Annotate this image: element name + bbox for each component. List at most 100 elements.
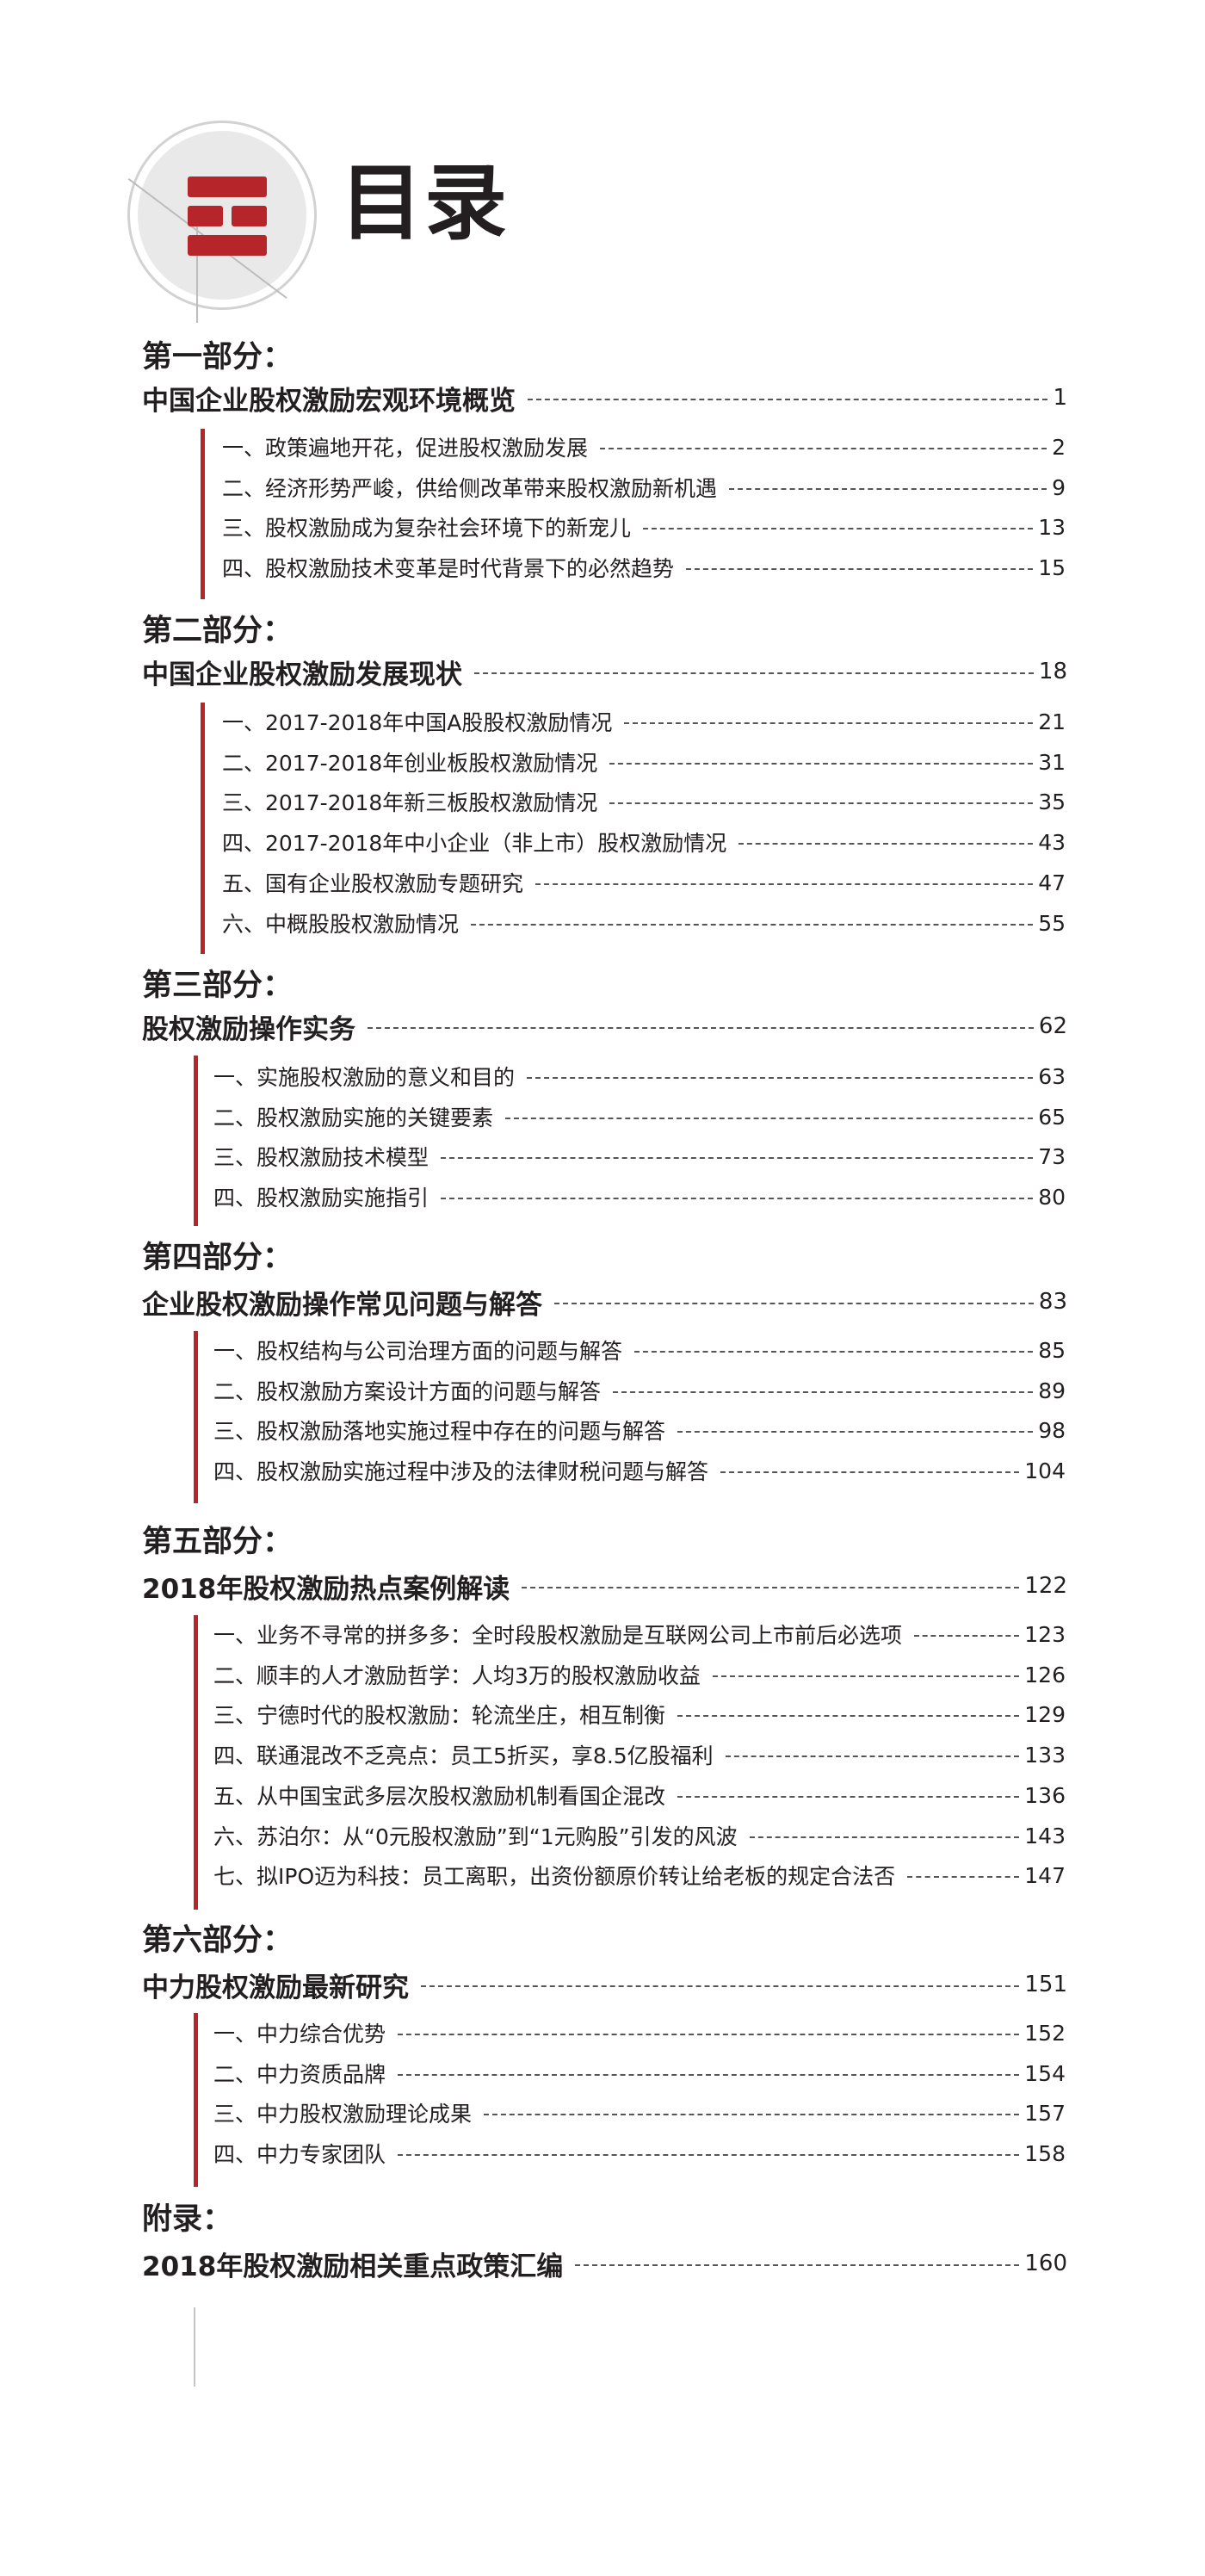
toc-entry[interactable]: 七、拟IPO迈为科技：员工离职，出资份额原价转让给老板的规定合法否 147 (213, 1858, 1066, 1892)
entry-title: 三、宁德时代的股权激励：轮流坐庄，相互制衡 (213, 1703, 666, 1728)
dotted-leader (725, 1756, 1020, 1757)
entry-title: 五、国有企业股权激励专题研究 (222, 871, 524, 896)
page-number: 152 (1024, 2020, 1066, 2046)
page-number: 157 (1024, 2100, 1066, 2126)
dotted-leader (609, 763, 1034, 765)
section-title: 股权激励操作实务 (142, 1013, 355, 1045)
section-label: 第六部分： (142, 1923, 294, 1958)
section-accent-bar (194, 2013, 198, 2187)
section-title: 企业股权激励操作常见问题与解答 (142, 1289, 542, 1321)
entry-title: 二、2017-2018年创业板股权激励情况 (222, 751, 598, 776)
entry-title: 四、中力专家团队 (213, 2142, 386, 2167)
dotted-leader (575, 2264, 1020, 2266)
dotted-leader (554, 1303, 1034, 1304)
page-number: 147 (1024, 1862, 1066, 1888)
page-number: 1 (1053, 385, 1067, 411)
entry-title: 一、政策遍地开花，促进股权激励发展 (222, 436, 589, 461)
page-title: 目录 (340, 154, 509, 251)
entry-title: 三、股权激励技术模型 (213, 1145, 429, 1170)
section-accent-bar (201, 703, 205, 954)
bottom-divider-line (194, 2307, 195, 2387)
section-title-row[interactable]: 中力股权激励最新研究 151 (142, 1967, 1067, 2003)
toc-entry[interactable]: 一、中力综合优势 152 (213, 2016, 1066, 2050)
toc-entry[interactable]: 四、2017-2018年中小企业（非上市）股权激励情况 43 (222, 825, 1066, 859)
dotted-leader (441, 1157, 1034, 1159)
page-number: 63 (1038, 1063, 1066, 1089)
entry-title: 一、2017-2018年中国A股股权激励情况 (222, 710, 613, 735)
entry-title: 五、从中国宝武多层次股权激励机制看国企混改 (213, 1784, 666, 1809)
page-number: 13 (1038, 514, 1066, 540)
dotted-leader (677, 1715, 1020, 1717)
page-number: 136 (1024, 1782, 1066, 1808)
toc-entry[interactable]: 二、2017-2018年创业板股权激励情况 31 (222, 745, 1066, 779)
dotted-leader (624, 722, 1034, 724)
dotted-leader (398, 2074, 1020, 2076)
entry-title: 四、股权激励实施指引 (213, 1186, 429, 1211)
toc-entry[interactable]: 五、从中国宝武多层次股权激励机制看国企混改 136 (213, 1778, 1066, 1812)
section-accent-bar (194, 1056, 198, 1226)
entry-title: 四、2017-2018年中小企业（非上市）股权激励情况 (222, 831, 727, 856)
section-title-row[interactable]: 企业股权激励操作常见问题与解答 83 (142, 1285, 1067, 1321)
page-number: 98 (1038, 1417, 1066, 1443)
page-number: 151 (1024, 1972, 1067, 1997)
dotted-leader (474, 672, 1034, 674)
dotted-leader (729, 488, 1047, 490)
section-title-row[interactable]: 2018年股权激励相关重点政策汇编 160 (142, 2246, 1067, 2282)
page-number: 31 (1038, 749, 1066, 775)
dotted-leader (441, 1198, 1034, 1199)
toc-entry[interactable]: 三、股权激励技术模型 73 (213, 1139, 1066, 1173)
entry-title: 一、中力综合优势 (213, 2022, 386, 2047)
entry-title: 七、拟IPO迈为科技：员工离职，出资份额原价转让给老板的规定合法否 (213, 1864, 896, 1889)
toc-entry[interactable]: 三、股权激励落地实施过程中存在的问题与解答 98 (213, 1413, 1066, 1447)
dotted-leader (368, 1027, 1034, 1029)
page-number: 43 (1038, 829, 1066, 855)
entry-title: 二、股权激励方案设计方面的问题与解答 (213, 1379, 602, 1404)
entry-title: 四、股权激励实施过程中涉及的法律财税问题与解答 (213, 1459, 709, 1484)
section-label: 第一部分： (142, 340, 294, 375)
entry-title: 三、股权激励落地实施过程中存在的问题与解答 (213, 1419, 666, 1444)
section-title: 2018年股权激励相关重点政策汇编 (142, 2251, 564, 2282)
dotted-leader (677, 1431, 1034, 1433)
entry-title: 一、股权结构与公司治理方面的问题与解答 (213, 1339, 623, 1364)
page-number: 73 (1038, 1143, 1066, 1169)
dotted-leader (522, 1587, 1020, 1588)
section-title: 中力股权激励最新研究 (142, 1972, 409, 2003)
grid-blocks-icon (188, 176, 267, 256)
page-number: 133 (1024, 1742, 1066, 1768)
entry-title: 二、经济形势严峻，供给侧改革带来股权激励新机遇 (222, 476, 718, 501)
page-number: 89 (1038, 1378, 1066, 1403)
page-number: 83 (1038, 1289, 1067, 1315)
dotted-leader (535, 883, 1034, 885)
page-number: 160 (1024, 2251, 1067, 2276)
dotted-leader (749, 1836, 1020, 1838)
toc-entry[interactable]: 二、股权激励方案设计方面的问题与解答 89 (213, 1373, 1066, 1408)
page-number: 122 (1024, 1573, 1067, 1599)
section-label: 第四部分： (142, 1241, 294, 1275)
